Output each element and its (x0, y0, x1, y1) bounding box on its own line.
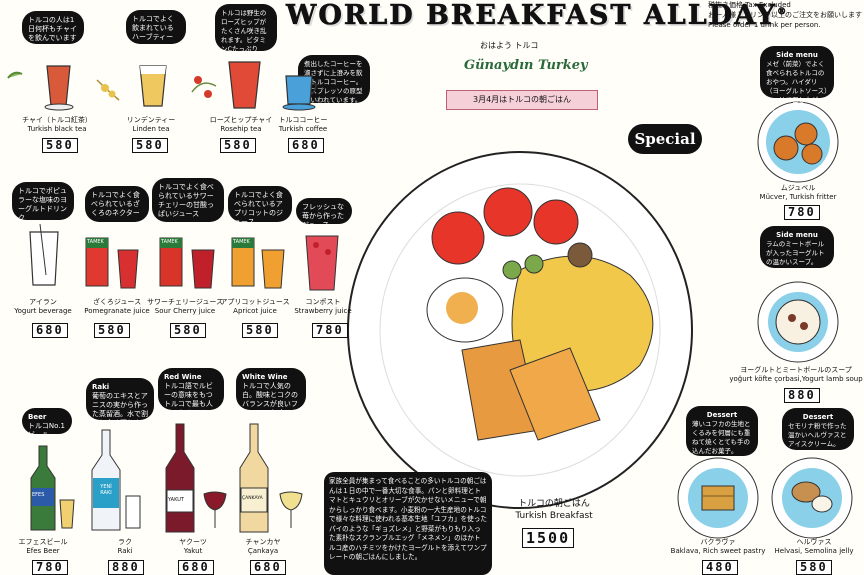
breakfast-price: 1500 (522, 528, 575, 548)
apricot-carton-label: TAMEK (233, 239, 250, 245)
rosehip-bubble: トルコは野生のローズヒップがたくさん咲き乱れます。ビタミンCたっぷり (215, 4, 277, 53)
sour-cherry-juice-icon (159, 237, 215, 289)
rosehip-price: 580 (220, 138, 256, 153)
helvasi-price: 580 (796, 560, 832, 575)
pomegranate-carton-label: TAMEK (87, 239, 104, 245)
sour-cherry-price: 580 (170, 323, 206, 338)
strawberry-price: 780 (312, 323, 348, 338)
breakfast-description: 家族全員が集まって食べることの多いトルコの朝ごはんは１日の中で一番大切な食事。パ… (324, 472, 492, 575)
baklava-price: 480 (702, 560, 738, 575)
sour-cherry-bubble: トルコでよく食べられているサワーチェリーの甘酸っぱいジュース (152, 178, 224, 222)
chai-glass-icon (7, 65, 74, 111)
ayran-bubble: トルコでポピュラーな塩味のヨーグルトドリンク (12, 182, 74, 222)
cankaya-bottle-icon (239, 423, 303, 533)
apricot-bubble: トルコでよく食べられているアプリコットのジュース (228, 186, 292, 226)
rosehip-tea-icon (191, 61, 261, 109)
pomegranate-juice-icon (85, 237, 139, 289)
efes-label: EFES (32, 492, 45, 498)
baklava-plate-icon (677, 457, 759, 539)
helvasi-plate-icon (771, 457, 853, 539)
chai-bubble: トルコの人は1日何杯もチャイを飲んでいます (22, 11, 84, 44)
coffee-price: 680 (288, 138, 324, 153)
chai-price: 580 (42, 138, 78, 153)
order-note: 税抜き価格 Tax Excluded お一人様１ドリンク以上のご注文をお願いしま… (708, 1, 862, 29)
efes-price: 780 (32, 560, 68, 575)
pomegranate-price: 580 (94, 323, 130, 338)
sour-cherry-carton-label: TAMEK (161, 239, 178, 245)
soup-price: 880 (784, 388, 820, 403)
chai-name: チャイ（トルコ紅茶）Turkish black tea (22, 116, 92, 133)
raki-price: 880 (108, 560, 144, 575)
ayran-glass-icon (29, 223, 59, 286)
ribbon-banner: 3月4月はトルコの朝ごはん (446, 90, 598, 110)
cankaya-price: 680 (250, 560, 286, 575)
turkish-breakfast-plate (347, 151, 693, 509)
strawberry-bubble: フレッシュな苺から作ったジュース (296, 198, 352, 229)
pomegranate-bubble: トルコでよく食べられているざくろのネクター (85, 186, 149, 222)
mucver-price: 780 (784, 205, 820, 220)
linden-tea-icon (96, 65, 167, 107)
apricot-price: 580 (242, 323, 278, 338)
turkish-coffee-icon (282, 75, 317, 111)
cankaya-label: ÇANKAYA (242, 496, 263, 501)
efes-bottle-icon (30, 445, 75, 531)
page-title: WORLD BREAKFAST ALLDAY® (286, 0, 789, 31)
strawberry-juice-icon (305, 235, 339, 291)
ayran-price: 680 (32, 323, 68, 338)
greeting-kana: おはよう トルコ (480, 41, 539, 50)
linden-bubble: トルコでよく飲まれているハーブティー (126, 10, 186, 44)
yakut-price: 680 (178, 560, 214, 575)
raki-bottle-icon (91, 429, 141, 531)
yogurt-soup-bowl-icon (757, 281, 839, 363)
apricot-juice-icon (231, 237, 285, 289)
greeting-title: Günaydın Turkey (464, 58, 588, 73)
yakut-bottle-icon (165, 423, 227, 533)
mucver-plate-icon (757, 101, 839, 183)
linden-price: 580 (132, 138, 168, 153)
yakut-label: YAKUT (168, 497, 184, 503)
special-badge: Special (628, 124, 702, 154)
raki-label: YENİ RAKI (100, 484, 112, 496)
